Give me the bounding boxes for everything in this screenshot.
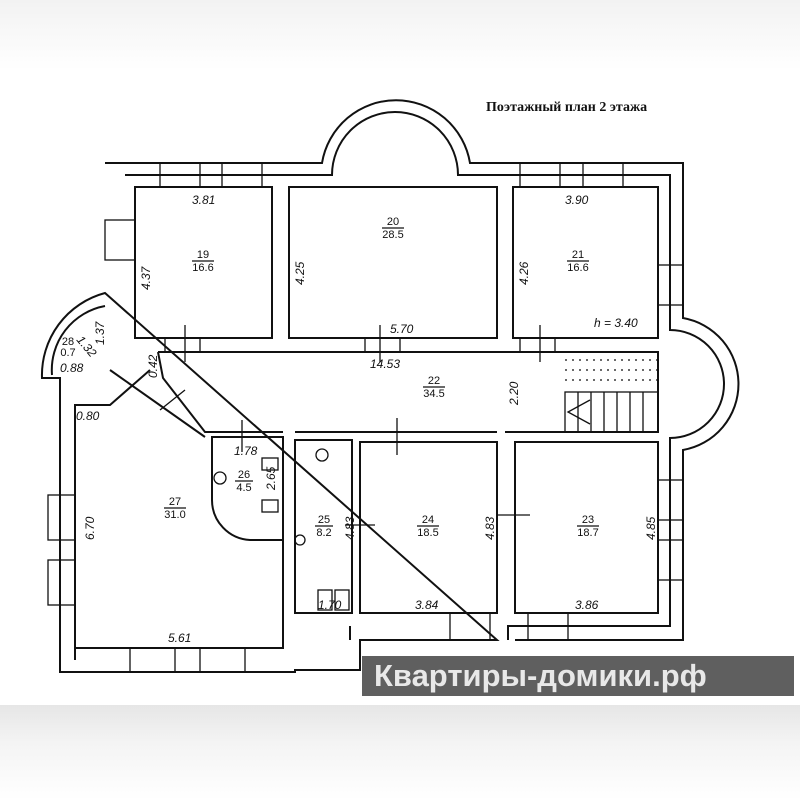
svg-text:1.78: 1.78: [234, 444, 258, 458]
svg-text:3.84: 3.84: [415, 598, 439, 612]
room-22: 22 34.5: [423, 375, 445, 400]
ceiling-height: h = 3.40: [594, 316, 638, 330]
room-20: 20 28.5: [382, 216, 404, 241]
staircase: [564, 359, 659, 433]
svg-text:4.83: 4.83: [343, 516, 357, 540]
room-23: 23 18.7: [577, 514, 599, 539]
room-number: 24: [422, 514, 434, 526]
svg-text:5.61: 5.61: [168, 631, 191, 645]
room-number: 23: [582, 514, 594, 526]
svg-text:4.83: 4.83: [483, 516, 497, 540]
room-25: 25 8.2: [315, 514, 333, 539]
svg-text:4.26: 4.26: [517, 261, 531, 285]
svg-text:4.85: 4.85: [644, 516, 658, 540]
room-area: 31.0: [164, 509, 185, 521]
room-number: 21: [572, 249, 584, 261]
room-area: 0.7: [60, 347, 75, 359]
room-area: 34.5: [423, 388, 444, 400]
outer-walls: [40, 99, 740, 673]
svg-text:3.81: 3.81: [192, 193, 215, 207]
svg-text:1.70: 1.70: [318, 598, 342, 612]
svg-text:0.42: 0.42: [146, 354, 160, 378]
room-number: 28: [62, 336, 74, 348]
door-marks: [159, 325, 541, 611]
room-area: 18.7: [577, 527, 598, 539]
svg-text:2.65: 2.65: [264, 466, 278, 491]
svg-text:2.20: 2.20: [507, 381, 521, 406]
room-28: 28 0.7: [60, 336, 75, 359]
watermark-logo: Квартиры-домики.рф: [362, 656, 794, 696]
room-area: 28.5: [382, 229, 403, 241]
room-27: 27 31.0: [164, 496, 186, 521]
svg-text:5.70: 5.70: [390, 322, 414, 336]
svg-text:14.53: 14.53: [370, 357, 400, 371]
windows: [47, 162, 684, 673]
room-area: 8.2: [316, 527, 331, 539]
svg-text:3.90: 3.90: [565, 193, 589, 207]
plan-title: Поэтажный план 2 этажа: [486, 100, 648, 115]
room-19: 19 16.6: [192, 249, 214, 274]
room-walls: [74, 186, 659, 649]
room-number: 19: [197, 249, 209, 261]
room-number: 25: [318, 514, 330, 526]
svg-text:6.70: 6.70: [83, 516, 97, 540]
room-area: 16.6: [192, 262, 213, 274]
svg-text:4.25: 4.25: [293, 261, 307, 285]
room-area: 18.5: [417, 527, 438, 539]
room-number: 20: [387, 216, 399, 228]
blurred-background-bottom: [0, 705, 800, 800]
room-area: 4.5: [236, 482, 251, 494]
svg-text:1.37: 1.37: [93, 320, 107, 345]
room-26: 26 4.5: [235, 469, 253, 494]
room-number: 27: [169, 496, 181, 508]
svg-text:4.37: 4.37: [139, 265, 153, 290]
room-area: 16.6: [567, 262, 588, 274]
blurred-background-top: [0, 0, 800, 70]
svg-text:3.86: 3.86: [575, 598, 599, 612]
room-number: 26: [238, 469, 250, 481]
room-21: 21 16.6: [567, 249, 589, 274]
room-24: 24 18.5: [417, 514, 439, 539]
room-number: 22: [428, 375, 440, 387]
svg-text:0.88: 0.88: [60, 361, 84, 375]
svg-text:0.80: 0.80: [76, 409, 100, 423]
